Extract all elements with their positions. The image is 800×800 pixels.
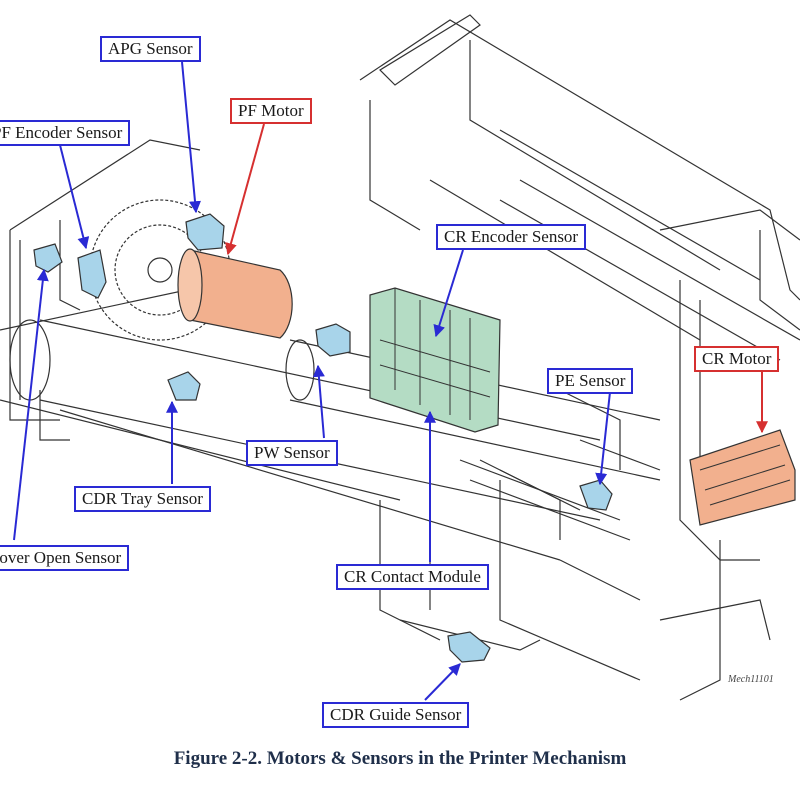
motor-arrows bbox=[225, 123, 768, 434]
label-cover-open-sensor: Cover Open Sensor bbox=[0, 545, 130, 571]
label-cr-motor: CR Motor bbox=[694, 346, 780, 372]
label-pe-sensor: PE Sensor bbox=[547, 368, 634, 394]
label-pf-motor: PF Motor bbox=[230, 98, 312, 124]
pf-motor-body bbox=[177, 248, 293, 339]
sensor-arrows bbox=[13, 61, 611, 701]
label-pf-encoder-sensor: PF Encoder Sensor bbox=[0, 120, 131, 146]
image-code: Mech11101 bbox=[728, 674, 774, 685]
label-cdr-tray-sensor: CDR Tray Sensor bbox=[74, 486, 211, 512]
label-pw-sensor: PW Sensor bbox=[246, 440, 338, 466]
label-cdr-guide-sensor: CDR Guide Sensor bbox=[322, 702, 470, 728]
sensor-parts bbox=[33, 213, 613, 663]
label-apg-sensor: APG Sensor bbox=[100, 36, 201, 62]
figure-caption: Figure 2-2. Motors & Sensors in the Prin… bbox=[173, 748, 627, 769]
label-cr-encoder-sensor: CR Encoder Sensor bbox=[436, 224, 587, 250]
cr-contact-module-body bbox=[369, 287, 501, 433]
cr-motor-body bbox=[689, 429, 796, 526]
label-cr-contact-module: CR Contact Module bbox=[336, 564, 489, 590]
